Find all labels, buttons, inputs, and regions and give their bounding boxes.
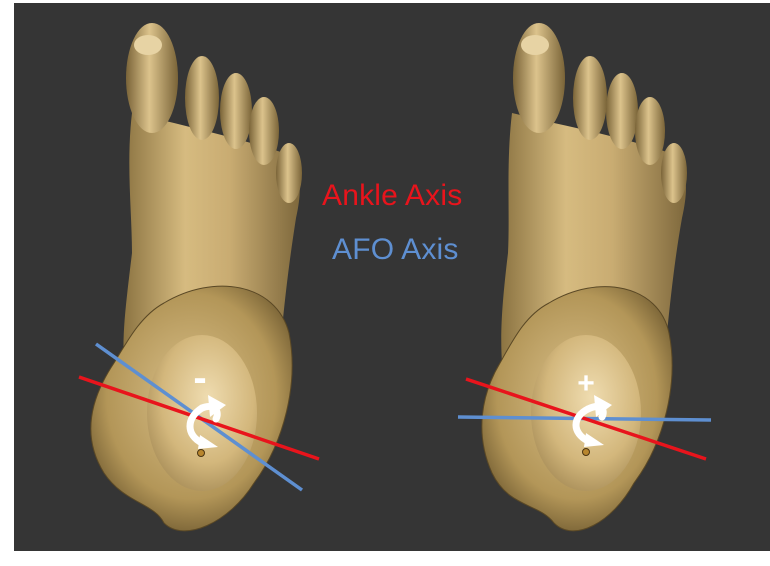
right-center-dot <box>583 449 590 456</box>
right-rotation-sign: + <box>577 367 595 400</box>
foot-illustration: - + <box>14 3 770 551</box>
right-foot <box>458 23 711 531</box>
left-center-dot <box>198 450 205 457</box>
figure-canvas: - + Ankle Axis AFO Axis <box>14 3 770 551</box>
ankle-axis-label: Ankle Axis <box>322 179 462 213</box>
left-foot <box>79 23 319 531</box>
left-toe-5 <box>276 143 302 203</box>
right-toenail <box>521 35 549 55</box>
right-toe-3 <box>606 73 638 149</box>
afo-axis-label: AFO Axis <box>332 233 459 267</box>
left-toe-4 <box>249 97 279 165</box>
right-toe-2 <box>573 56 607 140</box>
right-toe-4 <box>635 97 665 165</box>
left-rotation-sign: - <box>193 356 206 400</box>
left-toe-2 <box>185 56 219 140</box>
left-toenail <box>134 35 162 55</box>
left-toe-3 <box>220 73 252 149</box>
right-toe-5 <box>661 143 687 203</box>
